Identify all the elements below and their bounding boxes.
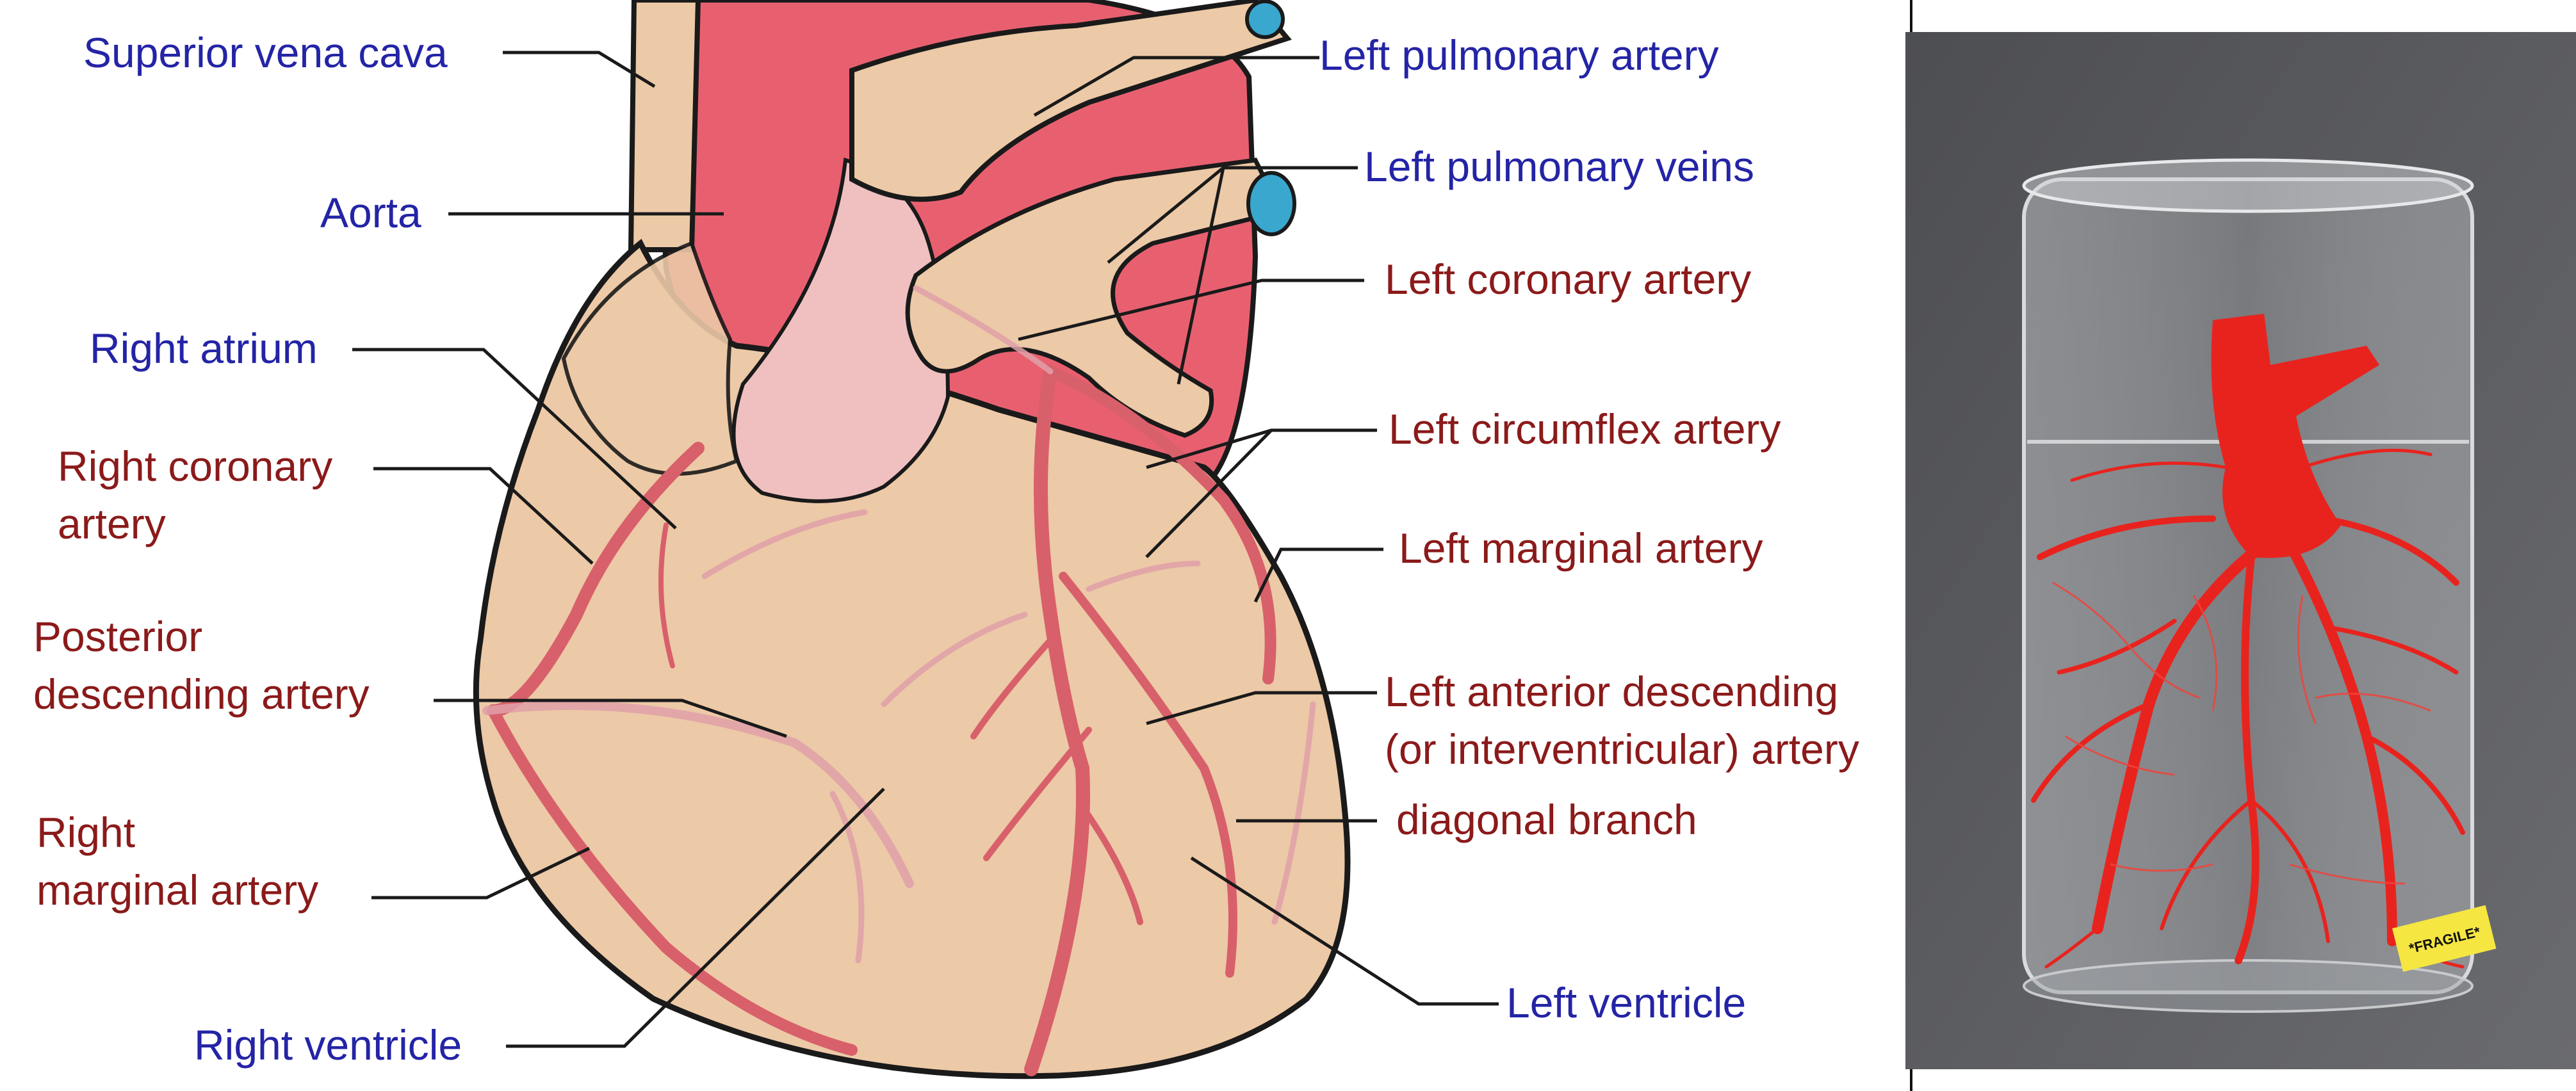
leader-lines — [352, 51, 1499, 1048]
coronary-arteries — [487, 364, 1276, 1076]
label-right-atrium: Right atrium — [90, 325, 318, 372]
vessel-line — [2249, 798, 2330, 943]
left-pulmonary-artery-shape — [849, 0, 1292, 202]
vessel-line — [2319, 515, 2459, 586]
vessel-cast — [2031, 448, 2465, 969]
leader-line-left-pulmonary-artery — [1033, 56, 1319, 117]
leader-line-right-atrium — [352, 348, 677, 529]
left-circumflex-line — [1045, 366, 1276, 684]
label-left-ventricle: Left ventricle — [1506, 979, 1747, 1026]
vessel-line — [2235, 553, 2260, 964]
fine-vessel-line — [2192, 595, 2218, 711]
label-diagonal-branch: diagonal branch — [1396, 796, 1697, 843]
branch-line — [983, 727, 1092, 861]
branch-line — [658, 522, 675, 668]
leader-line-left-coronary — [1018, 279, 1364, 341]
label-left-coronary-artery: Left coronary artery — [1385, 255, 1752, 303]
faint-vessel-line — [1271, 701, 1316, 925]
fine-vessel-line — [2315, 692, 2431, 712]
diagonal-branch-line — [1059, 572, 1237, 978]
vessel-line — [2326, 625, 2459, 675]
vessel-line — [2364, 734, 2465, 835]
label-aorta: Aorta — [320, 189, 421, 236]
left-anterior-descending-line — [1024, 364, 1090, 1076]
branch-line — [1079, 804, 1143, 925]
coronary-cast-photo: *FRAGILE* — [1905, 32, 2576, 1069]
pulmonary-trunk-shape — [731, 158, 950, 503]
label-left-marginal-artery: Left marginal artery — [1399, 524, 1763, 572]
left-atrium-shape — [905, 158, 1285, 438]
heart-illustration — [352, 0, 1499, 1079]
faint-vessel-line — [1086, 560, 1201, 592]
leader-line-superior-vena-cava — [503, 51, 656, 88]
right-coronary-artery-line — [487, 442, 705, 717]
fine-vessel-line — [2065, 735, 2175, 776]
pulmonary-vein-lumen-icon — [1246, 171, 1296, 236]
fine-vessel-line — [2052, 581, 2201, 699]
vessel-line — [2037, 515, 2216, 560]
leader-line-right-coronary — [373, 467, 594, 565]
right-marginal-artery-line — [487, 705, 858, 1056]
leader-line-left-anterior-descending — [1146, 691, 1377, 725]
label-left-pulmonary-veins: Left pulmonary veins — [1364, 143, 1754, 190]
label-right-coronary-artery: Right coronary artery — [58, 442, 333, 547]
vessel-line — [2301, 448, 2433, 469]
leader-line-right-marginal — [371, 846, 591, 900]
vessel-line — [2160, 798, 2253, 930]
fragile-sticker: *FRAGILE* — [2392, 905, 2497, 972]
label-superior-vena-cava: Superior vena cava — [83, 29, 448, 76]
label-right-marginal-artery: Right marginal artery — [37, 809, 319, 914]
faint-vessel-line — [701, 509, 868, 579]
faint-vessel-line — [829, 791, 865, 964]
leader-line-posterior-descending — [434, 699, 787, 738]
leader-line-left-pulmonary-veins-2 — [1177, 167, 1225, 385]
cylinder-top — [2022, 158, 2474, 213]
fine-vessel-line — [2289, 863, 2406, 885]
faint-vessel-line — [881, 611, 1028, 707]
label-left-circumflex-artery: Left circumflex artery — [1389, 405, 1781, 453]
label-left-pulmonary-artery: Left pulmonary artery — [1319, 31, 1719, 79]
vessel-line — [2057, 618, 2177, 675]
faint-vessels — [482, 285, 1316, 964]
label-posterior-descending-artery: Posterior descending artery — [33, 613, 370, 718]
fine-vessel-line — [2110, 863, 2213, 872]
aortic-cast — [2211, 314, 2379, 558]
faint-vessel-line — [913, 285, 1054, 375]
leader-line-right-ventricle — [506, 788, 885, 1048]
branch-line — [970, 637, 1054, 739]
vessel-line — [2031, 702, 2151, 803]
fine-vessel-mesh — [2052, 581, 2431, 885]
right-atrium-shape — [561, 241, 739, 476]
leader-line-left-circumflex-2 — [1145, 429, 1273, 558]
pulmonary-artery-lumen-icon — [1245, 0, 1285, 39]
fine-vessel-line — [2297, 595, 2317, 724]
label-left-anterior-descending-artery: Left anterior descending (or interventri… — [1385, 668, 1859, 773]
leader-line-left-marginal — [1253, 547, 1383, 603]
sticker-background — [2392, 905, 2497, 972]
label-right-ventricle: Right ventricle — [194, 1021, 462, 1069]
vessel-line — [2044, 926, 2099, 969]
vessel-line — [2070, 461, 2228, 482]
cylinder-bottom — [2023, 959, 2474, 1013]
leader-line-left-ventricle — [1190, 856, 1499, 1006]
posterior-descending-line — [482, 700, 914, 888]
